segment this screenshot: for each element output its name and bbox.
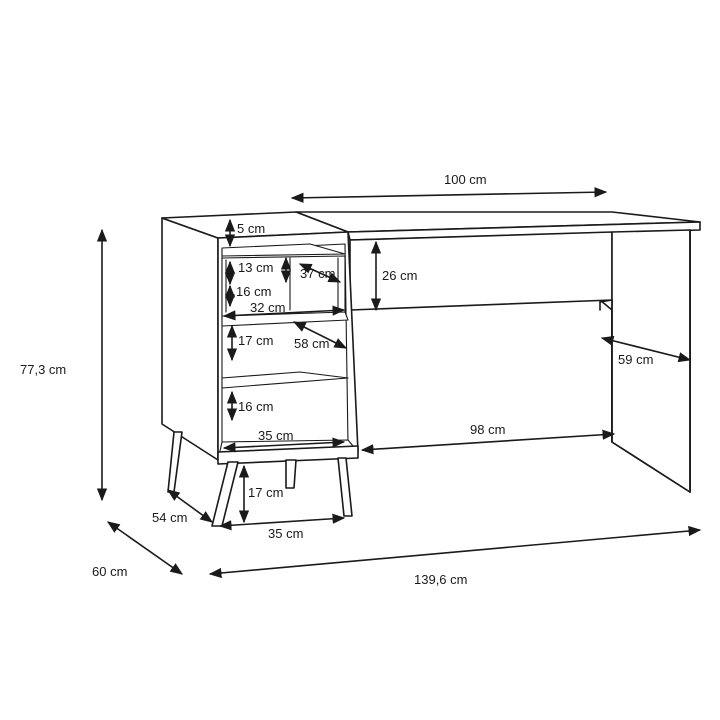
label-total-height: 77,3 cm (20, 362, 66, 377)
dim-line-cabinet-width (218, 513, 346, 531)
dim-line-drawer-depth (298, 263, 342, 283)
label-leg-height: 17 cm (248, 485, 283, 500)
label-drawer-inner: 16 cm (236, 284, 271, 299)
dim-line-shelf-bottom-width (222, 437, 346, 453)
label-drawer-width: 32 cm (250, 300, 285, 315)
dim-line-desk-top-width (290, 187, 608, 203)
legs (167, 431, 353, 527)
dimension-labels: 100 cm 77,3 cm 60 cm 139,6 cm 26 cm 59 c… (20, 172, 653, 587)
label-cabinet-width: 35 cm (268, 526, 303, 541)
label-shelf-depth: 58 cm (294, 336, 329, 351)
label-total-width: 139,6 cm (414, 572, 467, 587)
label-desk-inner-width: 98 cm (470, 422, 505, 437)
cabinet-side (161, 217, 219, 461)
label-desk-depth: 59 cm (618, 352, 653, 367)
shelf-3 (221, 371, 349, 389)
label-drawer-height: 26 cm (382, 268, 417, 283)
label-cabinet-depth: 54 cm (152, 510, 187, 525)
label-shelf-bottom-width: 35 cm (258, 428, 293, 443)
shelf-1 (221, 243, 346, 257)
label-shelf-mid: 17 cm (238, 333, 273, 348)
dimension-lines (96, 187, 702, 579)
leg-back-left (167, 431, 183, 493)
label-top-gap: 5 cm (237, 221, 265, 236)
label-drawer-depth: 37 cm (300, 266, 335, 281)
label-desk-top-width: 100 cm (444, 172, 487, 187)
desk-top-front-edge (347, 221, 701, 241)
dim-line-cabinet-depth (166, 489, 214, 523)
leg-back-right (285, 459, 297, 489)
label-drawer-front: 13 cm (238, 260, 273, 275)
dim-line-total-depth (106, 521, 184, 575)
label-shelf-bottom: 16 cm (238, 399, 273, 414)
dim-line-total-width (208, 525, 702, 579)
dim-line-shelf-depth (292, 321, 348, 349)
leg-front-left (211, 461, 239, 527)
dim-line-desk-depth (600, 335, 692, 363)
dim-line-drawer-width (222, 305, 346, 321)
dim-line-desk-inner-width (360, 429, 616, 455)
leg-front-right (337, 457, 353, 517)
label-total-depth: 60 cm (92, 564, 127, 579)
